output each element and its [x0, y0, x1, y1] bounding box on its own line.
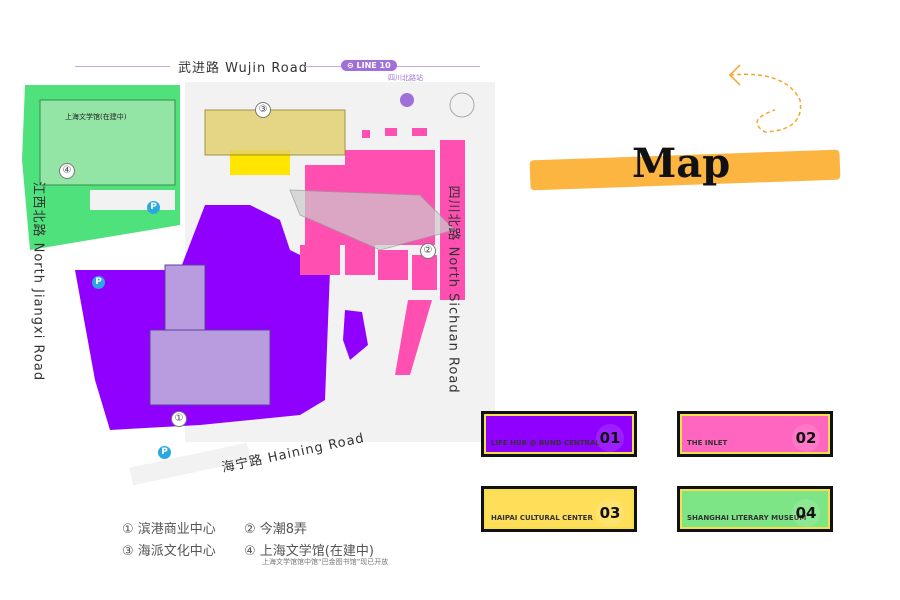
- zone-haipai: [230, 150, 290, 175]
- legend-item-3: ③ 海派文化中心: [122, 544, 216, 559]
- card-label: HAIPAI CULTURAL CENTER: [491, 514, 593, 522]
- card-the-inlet[interactable]: THE INLET 02: [677, 411, 833, 457]
- card-number: 03: [596, 499, 624, 527]
- parking-icon: P: [158, 446, 171, 459]
- arrow-doodle-icon: [728, 64, 802, 133]
- marker-4: ④: [59, 163, 75, 179]
- legend-item-4: ④ 上海文学馆(在建中): [244, 544, 374, 559]
- card-label: SHANGHAI LITERARY MUSEUM: [687, 514, 807, 522]
- haipai-building-illustration: [204, 109, 346, 156]
- map: [22, 82, 495, 486]
- card-label: THE INLET: [687, 439, 728, 447]
- card-number: 04: [792, 499, 820, 527]
- life-hub-building-illustration: [149, 264, 271, 406]
- legend-item-2: ② 今潮8弄: [244, 522, 308, 537]
- parking-icon: P: [147, 201, 160, 214]
- legend-item-1: ① 滨港商业中心: [122, 522, 216, 537]
- road-jiangxi: 江西北路 North Jiangxi Road: [30, 181, 46, 382]
- marker-3: ③: [255, 102, 271, 118]
- card-number: 02: [792, 424, 820, 452]
- metro-icon: [400, 93, 414, 107]
- card-number: 01: [596, 424, 624, 452]
- legend-note: 上海文学馆馆中馆“巴金图书馆”现已开放: [262, 558, 389, 566]
- inlet-building-illustration: [289, 189, 456, 251]
- metro-station: 四川北路站: [388, 74, 423, 82]
- road-wujin: 武进路 Wujin Road: [178, 61, 308, 76]
- parking-icon: P: [92, 276, 105, 289]
- road-line: [75, 66, 170, 67]
- marker-1: ①: [171, 411, 187, 427]
- metro-line-badge: ⊖ LINE 10: [341, 60, 397, 71]
- card-label: LIFE HUB @ BUND CENTRAL: [491, 439, 600, 447]
- literary-building-label: 上海文学馆(在建中): [65, 113, 127, 121]
- road-sichuan: 四川北路 North Sichuan Road: [445, 185, 461, 394]
- roundabout: [449, 92, 475, 118]
- marker-2: ②: [420, 243, 436, 259]
- page-title: Map: [632, 140, 731, 187]
